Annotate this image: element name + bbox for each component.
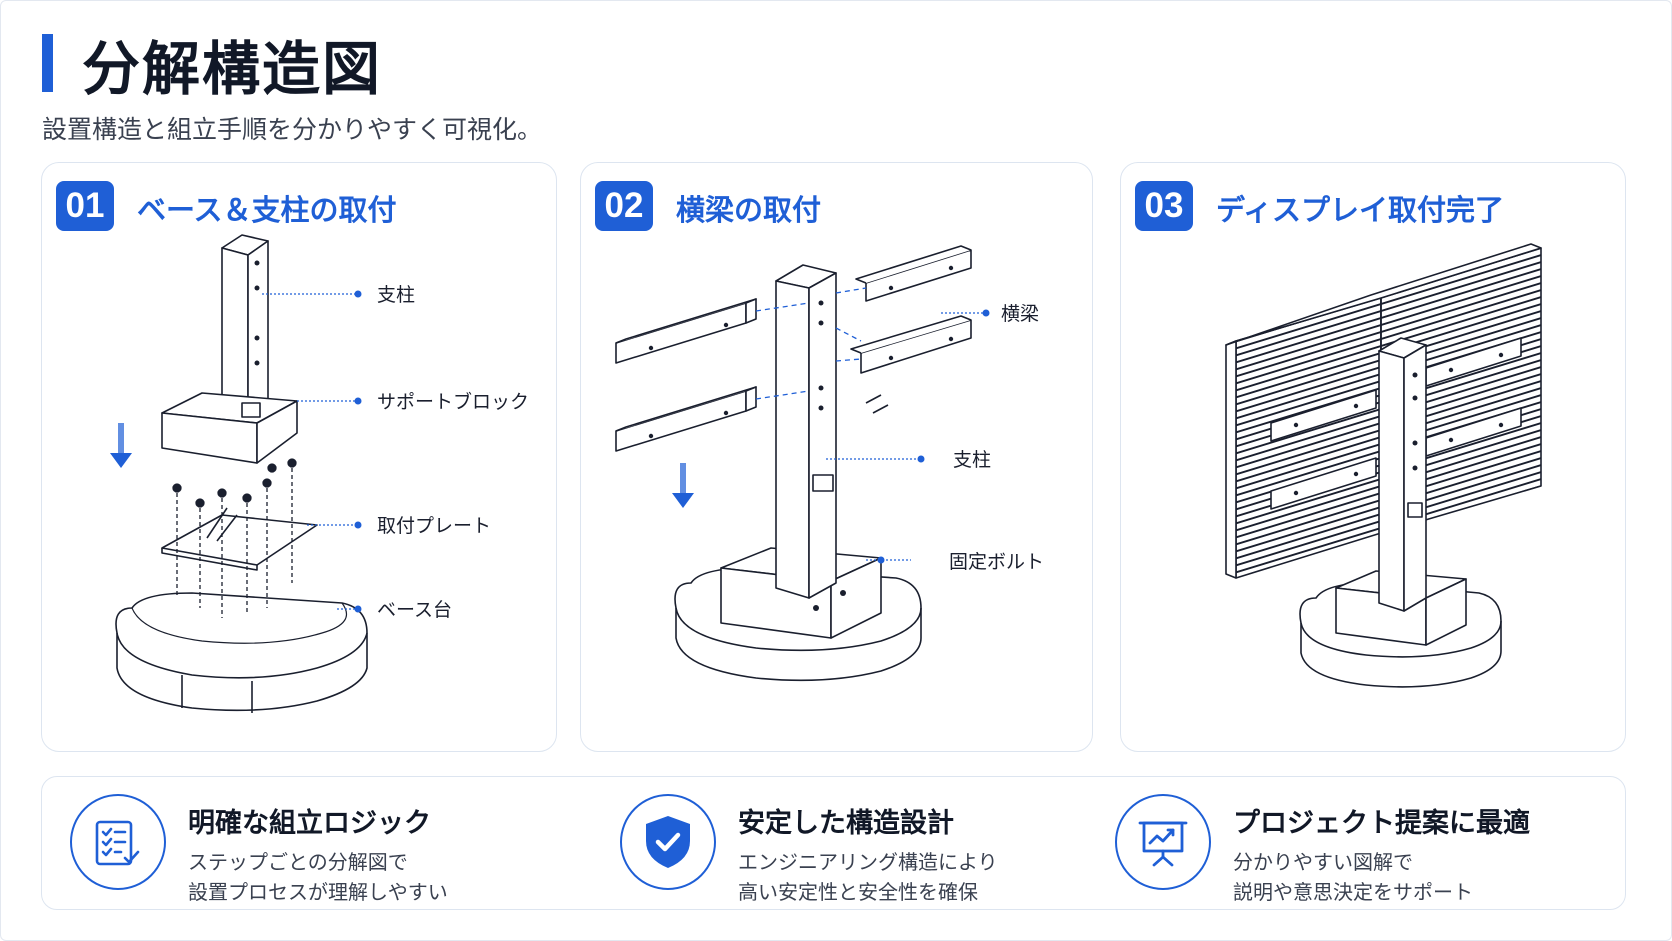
- step-title: ディスプレイ取付完了: [1216, 193, 1504, 227]
- presentation-icon: [1115, 794, 1211, 890]
- step-number-badge: 03: [1135, 181, 1193, 231]
- features-panel: 明確な組立ロジック ステップごとの分解図で 設置プロセスが理解しやすい 安定した…: [41, 776, 1626, 910]
- feature-line-2: 高い安定性と安全性を確保: [738, 880, 978, 904]
- label-mounting-plate: 取付プレート: [377, 515, 491, 537]
- feature-item: 明確な組立ロジック ステップごとの分解図で 設置プロセスが理解しやすい: [70, 777, 550, 911]
- exploded-diagram-beams: 横梁 支柱 固定ボルト: [615, 245, 1044, 682]
- shield-check-icon: [620, 794, 716, 890]
- label-base: ベース台: [377, 599, 452, 621]
- feature-description: エンジニアリング構造により 高い安定性と安全性を確保: [738, 847, 998, 907]
- step-number-badge: 01: [56, 181, 114, 231]
- label-crossbeam: 横梁: [1001, 303, 1039, 325]
- feature-item: プロジェクト提案に最適 分かりやすい図解で 説明や意思決定をサポート: [1115, 777, 1605, 911]
- page-title: 分解構造図: [82, 35, 383, 103]
- label-support-block: サポートブロック: [377, 390, 529, 413]
- feature-title: プロジェクト提案に最適: [1233, 808, 1530, 839]
- feature-line-2: 説明や意思決定をサポート: [1233, 880, 1473, 904]
- step-card-03: 03 ディスプレイ取付完了: [1120, 162, 1626, 752]
- feature-description: 分かりやすい図解で 説明や意思決定をサポート: [1233, 847, 1473, 907]
- page-subtitle: 設置構造と組立手順を分かりやすく可視化。: [42, 115, 543, 144]
- exploded-diagram-base-pillar: 支柱 サポートブロック 取付プレート ベース台: [110, 234, 529, 713]
- feature-line-1: エンジニアリング構造により: [738, 850, 998, 874]
- label-fixing-bolt: 固定ボルト: [949, 551, 1044, 573]
- label-pillar: 支柱: [377, 284, 415, 306]
- checklist-icon: [70, 794, 166, 890]
- feature-line-2: 設置プロセスが理解しやすい: [188, 880, 448, 904]
- feature-item: 安定した構造設計 エンジニアリング構造により 高い安定性と安全性を確保: [620, 777, 1100, 911]
- feature-description: ステップごとの分解図で 設置プロセスが理解しやすい: [188, 847, 448, 907]
- assembled-display-diagram: [1225, 243, 1542, 688]
- step-title: 横梁の取付: [676, 193, 822, 227]
- step-title: ベース＆支柱の取付: [137, 193, 397, 227]
- step-number-badge: 02: [595, 181, 653, 231]
- feature-title: 安定した構造設計: [738, 808, 954, 839]
- feature-line-1: 分かりやすい図解で: [1233, 850, 1413, 874]
- step-card-01: 01 ベース＆支柱の取付: [41, 162, 557, 752]
- step-card-02: 02 横梁の取付: [580, 162, 1093, 752]
- feature-title: 明確な組立ロジック: [188, 808, 431, 839]
- label-pillar: 支柱: [953, 449, 991, 471]
- feature-line-1: ステップごとの分解図で: [188, 850, 408, 874]
- title-accent-bar: [42, 34, 53, 92]
